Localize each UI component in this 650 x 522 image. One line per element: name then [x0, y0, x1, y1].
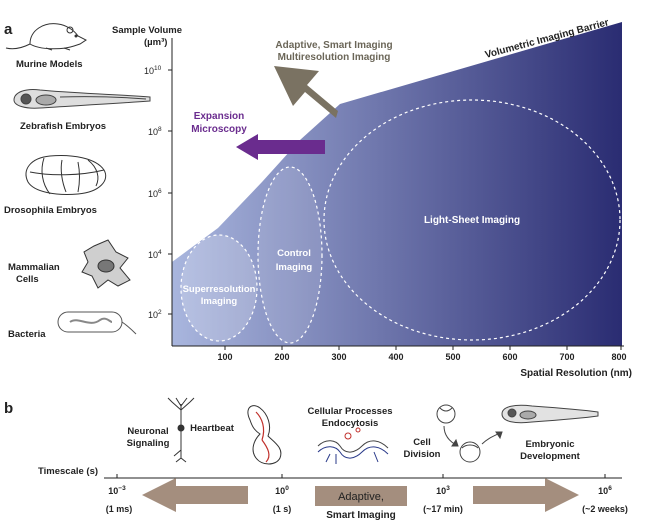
- organism-label: Cells: [16, 274, 39, 285]
- expansion-arrow: [236, 134, 325, 160]
- division-label-line1: Cell: [413, 437, 430, 448]
- organism-label: Zebrafish Embryos: [20, 121, 106, 132]
- timescale-label: Timescale (s): [38, 466, 98, 477]
- superres-label-line1: Superresolution: [183, 284, 256, 295]
- panel-b-label: b: [4, 400, 13, 417]
- embryonic-label-line2: Development: [520, 451, 580, 462]
- time-tick-label: 10−3: [108, 485, 126, 496]
- mouse-icon: [5, 23, 87, 51]
- panel-a-label: a: [4, 21, 13, 38]
- embryonic-label-line1: Embryonic: [525, 439, 574, 450]
- y-tick-label: 104: [148, 249, 162, 260]
- time-tick-label: 106: [598, 485, 612, 496]
- x-tick-label: 800: [611, 352, 626, 362]
- zebrafish-icon: [13, 89, 151, 109]
- endocytosis-icon: [317, 427, 389, 464]
- light-sheet-region: [323, 99, 621, 341]
- x-tick-label: 400: [388, 352, 403, 362]
- expansion-label-line2: Microscopy: [191, 124, 247, 135]
- organism-label: Drosophila Embryos: [4, 205, 97, 216]
- organism-label: Bacteria: [8, 329, 46, 340]
- adaptive-smart-line1: Adaptive,: [338, 491, 384, 503]
- superres-label-line2: Imaging: [201, 296, 238, 307]
- x-axis-title: Spatial Resolution (nm): [520, 368, 632, 379]
- time-tick-sub: (1 ms): [106, 504, 133, 514]
- time-tick-label: 103: [436, 485, 450, 496]
- adaptive-label-line2: Multiresolution Imaging: [278, 52, 391, 63]
- time-tick-label: 100: [275, 485, 289, 496]
- mammalian-cell-icon: [81, 239, 131, 289]
- y-axis-title-line1: Sample Volume: [112, 25, 182, 36]
- time-tick-sub: (~2 weeks): [582, 504, 628, 514]
- x-tick-label: 600: [502, 352, 517, 362]
- control-region: [257, 166, 323, 344]
- drosophila-icon: [25, 155, 107, 195]
- x-tick-label: 100: [217, 352, 232, 362]
- light-sheet-label: Light-Sheet Imaging: [424, 215, 520, 226]
- cellular-label-line2: Endocytosis: [322, 418, 379, 429]
- zebrafish-larva-icon: [501, 404, 599, 424]
- heart-icon: [247, 405, 282, 465]
- expansion-label-line1: Expansion: [194, 111, 245, 122]
- adaptive-smart-line2: Smart Imaging: [326, 510, 395, 521]
- y-tick-label: 108: [148, 126, 162, 137]
- volume-region: [172, 22, 622, 346]
- cell-division-icon: [436, 404, 503, 463]
- neuron-icon: [167, 397, 195, 463]
- x-tick-label: 700: [559, 352, 574, 362]
- control-label-line2: Imaging: [276, 262, 313, 273]
- control-label-line1: Control: [277, 248, 311, 259]
- x-tick-label: 200: [274, 352, 289, 362]
- x-ticks: 100 200 300 400 500 600 700 800: [217, 346, 627, 362]
- y-ticks: 1010 108 106 104 102: [144, 65, 172, 320]
- bacteria-icon: [57, 311, 137, 335]
- y-tick-label: 1010: [144, 65, 162, 76]
- y-axis-title-line2: (µm³): [144, 37, 167, 48]
- x-tick-label: 500: [445, 352, 460, 362]
- cellular-label-line1: Cellular Processes: [307, 406, 392, 417]
- timescale-ticks: [116, 474, 606, 478]
- timescale-arrow-right: [473, 478, 579, 512]
- organism-label: Murine Models: [16, 59, 83, 70]
- time-tick-sub: (~17 min): [423, 504, 463, 514]
- heartbeat-label: Heartbeat: [190, 423, 235, 434]
- timescale-arrow-left: [142, 478, 248, 512]
- adaptive-label-line1: Adaptive, Smart Imaging: [275, 40, 392, 51]
- y-tick-label: 102: [148, 309, 162, 320]
- neuronal-label-line1: Neuronal: [127, 426, 168, 437]
- x-tick-label: 300: [331, 352, 346, 362]
- adaptive-box: [315, 486, 407, 506]
- neuronal-label-line2: Signaling: [127, 438, 170, 449]
- superresolution-region: [180, 234, 258, 342]
- y-tick-label: 106: [148, 188, 162, 199]
- adaptive-arrow: [274, 66, 338, 118]
- organism-label: Mammalian: [8, 262, 60, 273]
- division-label-line2: Division: [404, 449, 441, 460]
- time-tick-sub: (1 s): [273, 504, 292, 514]
